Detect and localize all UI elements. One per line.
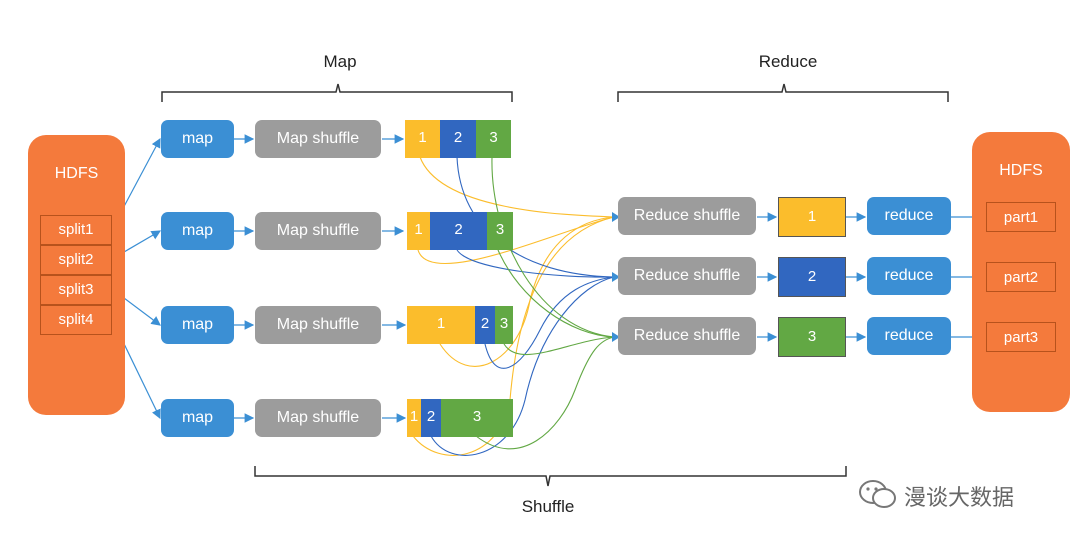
map-shuffle: Map shuffle [255,212,381,250]
reduce-shuffle: Reduce shuffle [618,197,756,235]
hdfs-right-title: HDFS [999,162,1043,179]
reduce-partition-3: 3 [778,317,846,357]
split-item: split3 [40,275,112,305]
partition-3: 3 [495,306,513,344]
map-task: map [161,212,234,250]
shuffle-bracket [254,466,847,487]
partition-2: 2 [475,306,495,344]
partition-1: 1 [405,120,440,158]
map-section-label: Map [323,52,357,71]
map-shuffle: Map shuffle [255,120,381,158]
reduce-shuffle: Reduce shuffle [618,257,756,295]
reduce-bracket [617,83,949,102]
reduce-shuffle: Reduce shuffle [618,317,756,355]
partition-2: 2 [430,212,487,250]
map-task: map [161,120,234,158]
reduce-partition-1: 1 [778,197,846,237]
partition-2: 2 [440,120,476,158]
partition-1: 1 [407,399,421,437]
split-item: split2 [40,245,112,275]
part-item: part3 [986,322,1056,352]
shuffle-section-label: Shuffle [521,497,575,516]
split-item: split4 [40,305,112,335]
reduce-partition-2: 2 [778,257,846,297]
partition-2: 2 [421,399,441,437]
wechat-icon [858,478,898,512]
map-task: map [161,399,234,437]
map-shuffle: Map shuffle [255,306,381,344]
map-shuffle: Map shuffle [255,399,381,437]
split-item: split1 [40,215,112,245]
reduce-section-label: Reduce [758,52,818,71]
reduce-task: reduce [867,257,951,295]
map-task: map [161,306,234,344]
part-item: part1 [986,202,1056,232]
part-item: part2 [986,262,1056,292]
partition-3: 3 [487,212,513,250]
partition-3: 3 [441,399,513,437]
partition-3: 3 [476,120,511,158]
watermark-text: 漫谈大数据 [904,485,1015,510]
partition-1: 1 [407,306,475,344]
hdfs-left-title: HDFS [54,165,99,182]
reduce-task: reduce [867,317,951,355]
reduce-task: reduce [867,197,951,235]
partition-1: 1 [407,212,430,250]
map-bracket [161,83,513,102]
